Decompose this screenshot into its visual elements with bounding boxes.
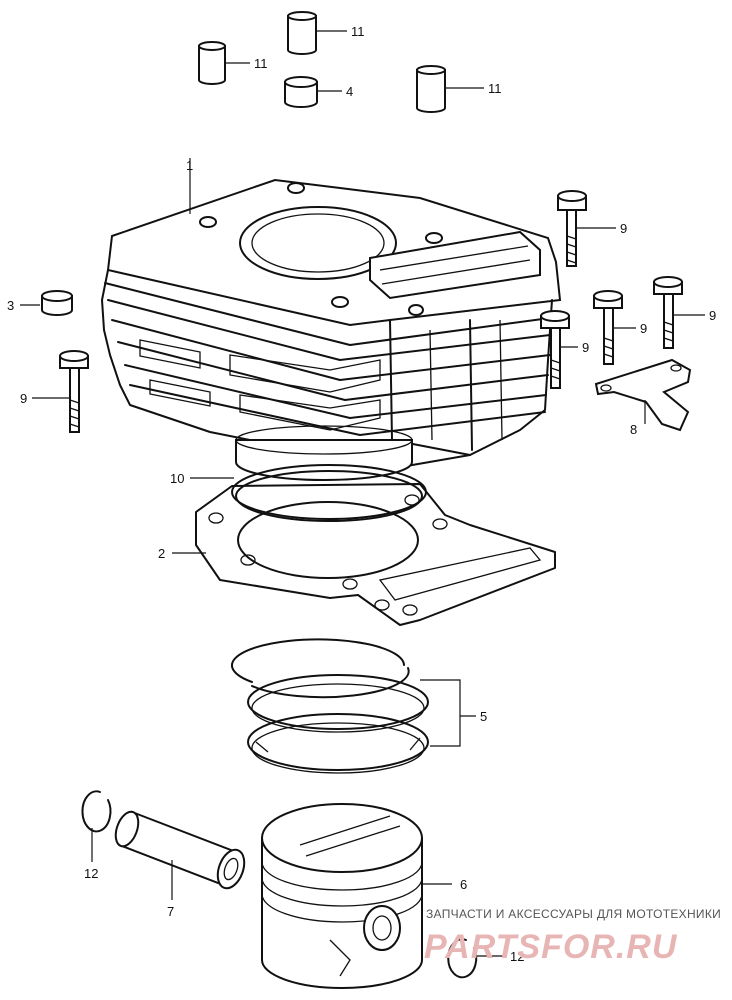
piston-6 xyxy=(261,803,423,989)
dowel-3 xyxy=(41,290,73,316)
callout-11a: 11 xyxy=(254,56,268,71)
callout-10: 10 xyxy=(170,471,184,486)
bolt-9-right1 xyxy=(593,290,623,365)
callout-9c: 9 xyxy=(582,340,589,355)
bolt-9-top xyxy=(557,190,587,267)
callout-6: 6 xyxy=(460,877,467,892)
bracket-8 xyxy=(594,358,692,432)
bolt-9-mid xyxy=(540,310,570,389)
cylinder-block xyxy=(101,178,562,481)
callout-7: 7 xyxy=(167,904,174,919)
dowel-sleeve-11b xyxy=(287,11,317,55)
circlip-12-right xyxy=(447,938,478,979)
callout-9a: 9 xyxy=(620,221,627,236)
circlip-12-left xyxy=(81,790,112,833)
callout-3: 3 xyxy=(7,298,14,313)
callout-9d: 9 xyxy=(640,321,647,336)
callout-11c: 11 xyxy=(488,81,502,96)
callout-5: 5 xyxy=(480,709,487,724)
callout-12a: 12 xyxy=(84,866,98,881)
callout-9b: 9 xyxy=(20,391,27,406)
callout-12b: 12 xyxy=(510,949,524,964)
bolt-9-left xyxy=(59,350,89,433)
collar-4 xyxy=(284,76,318,108)
piston-pin-7 xyxy=(114,810,246,890)
callout-9e: 9 xyxy=(709,308,716,323)
watermark-tagline: ЗАПЧАСТИ И АКСЕССУАРЫ ДЛЯ МОТОТЕХНИКИ xyxy=(426,907,721,921)
dowel-sleeve-11c xyxy=(416,65,446,113)
watermark-logo: PARTSFOR.RU xyxy=(424,928,678,966)
callout-2: 2 xyxy=(158,546,165,561)
callout-8: 8 xyxy=(630,422,637,437)
callout-1: 1 xyxy=(186,158,193,173)
bolt-9-right2 xyxy=(653,276,683,349)
piston-rings-5 xyxy=(231,638,429,774)
callout-4: 4 xyxy=(346,84,353,99)
callout-11b: 11 xyxy=(351,24,365,39)
dowel-sleeve-11a xyxy=(198,41,226,85)
cylinder-gasket xyxy=(195,483,556,626)
